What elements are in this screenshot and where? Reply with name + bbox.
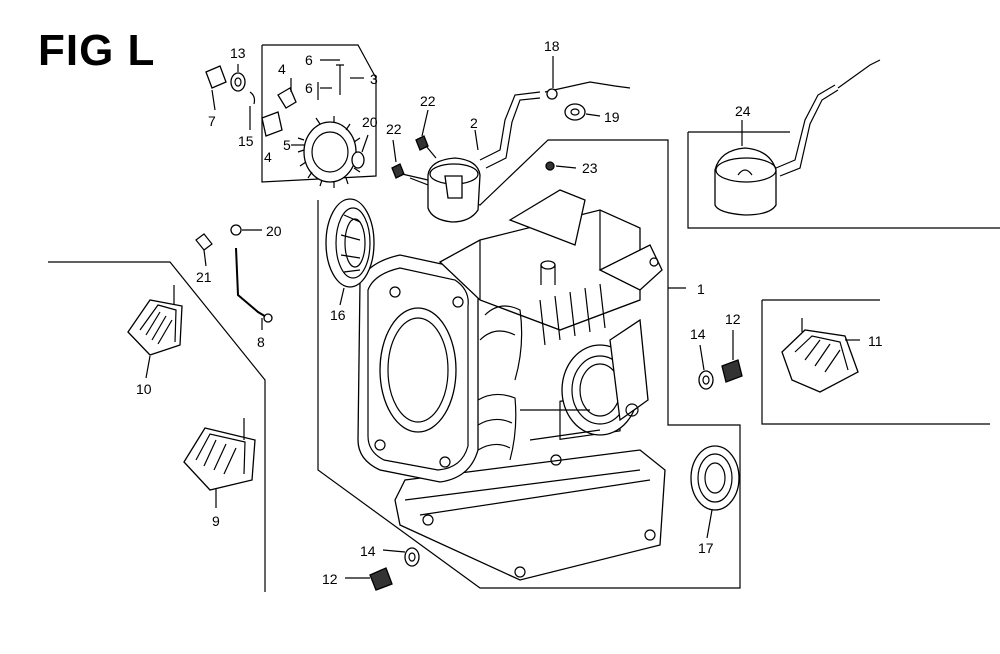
callout-19: 19 <box>604 109 620 125</box>
callout-14b: 14 <box>360 543 376 559</box>
oil-level-switch <box>391 81 631 223</box>
bolt-washer-set <box>369 359 743 591</box>
callout-8: 8 <box>257 334 265 350</box>
callout-9: 9 <box>212 513 220 529</box>
figure-title: FIG L <box>38 26 156 75</box>
callout-22a: 22 <box>420 93 436 109</box>
callout-10: 10 <box>136 381 152 397</box>
callout-21: 21 <box>196 269 212 285</box>
callout-11: 11 <box>868 333 883 349</box>
crankcase <box>357 189 666 581</box>
engine-mount-10 <box>127 285 183 356</box>
engine-mount-9 <box>183 418 256 491</box>
oil-seal-17 <box>690 445 740 511</box>
callout-5: 5 <box>283 137 291 153</box>
callout-14a: 14 <box>690 326 706 342</box>
callout-7: 7 <box>208 113 216 129</box>
group-outline-lines <box>48 44 1000 592</box>
callout-15: 15 <box>238 133 254 149</box>
callout-20a: 20 <box>362 114 378 130</box>
callout-6a: 6 <box>305 52 313 68</box>
callout-2: 2 <box>470 115 478 131</box>
governor-assembly <box>205 64 365 188</box>
assembly-24 <box>714 59 881 216</box>
callout-12a: 12 <box>725 311 741 327</box>
engine-mount-11 <box>781 318 859 393</box>
callout-13: 13 <box>230 45 246 61</box>
rod-8 <box>195 233 273 323</box>
oil-seal-16 <box>325 198 375 288</box>
callout-20b: 20 <box>266 223 282 239</box>
callout-labels: 1 2 3 4 4 5 6 6 7 8 9 10 11 12 12 13 14 … <box>136 38 883 587</box>
callout-16: 16 <box>330 307 346 323</box>
callout-24: 24 <box>735 103 751 119</box>
callout-22b: 22 <box>386 121 402 137</box>
callout-6b: 6 <box>305 80 313 96</box>
callout-17: 17 <box>698 540 714 556</box>
small-parts-19-23 <box>230 103 586 236</box>
callout-3: 3 <box>370 71 378 87</box>
leader-lines <box>145 56 860 579</box>
callout-1: 1 <box>697 281 705 297</box>
callout-23: 23 <box>582 160 598 176</box>
callout-4b: 4 <box>264 149 272 165</box>
callout-4a: 4 <box>278 61 286 77</box>
callout-12b: 12 <box>322 571 338 587</box>
callout-18: 18 <box>544 38 560 54</box>
